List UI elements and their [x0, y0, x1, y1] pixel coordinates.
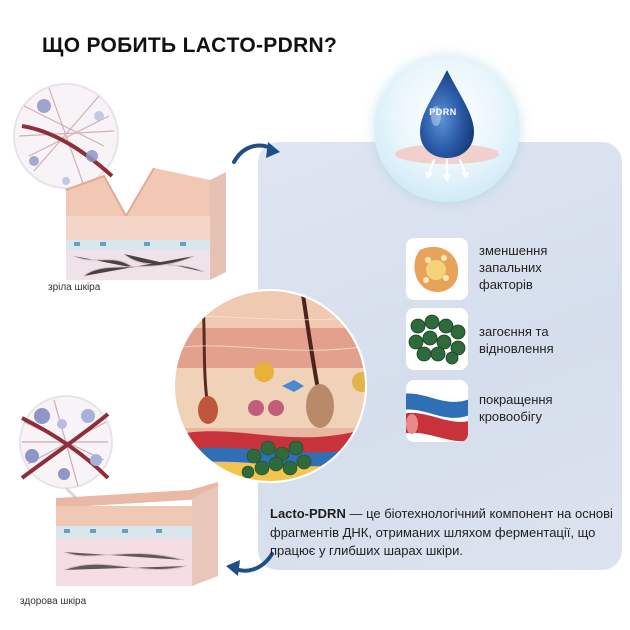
benefit-line: відновлення [479, 341, 554, 356]
healthy-skin-caption: здорова шкіра [20, 596, 87, 607]
arrow-right-icon [232, 142, 280, 164]
benefit-line: факторів [479, 277, 533, 292]
healthy-skin-illustration [19, 395, 218, 586]
description-text: Lacto-PDRN — це біотехнологічний компоне… [270, 505, 620, 561]
blood-vessel-icon [406, 393, 468, 442]
mature-skin-illustration [13, 83, 226, 280]
benefit-line: запальних [479, 260, 542, 275]
benefit-line: загоєння та [479, 324, 549, 339]
circulation-thumbnail [406, 380, 468, 442]
benefit-line: кровообігу [479, 409, 542, 424]
description-body: — це біотехнологічний компонент на основ… [270, 506, 613, 558]
regeneration-thumbnail [406, 308, 468, 370]
mature-skin-caption: зріла шкіра [48, 282, 101, 293]
inflammation-thumbnail [406, 238, 468, 300]
pdrn-label: PDRN [429, 107, 457, 117]
regeneration-cells-icon [408, 314, 466, 365]
brand-name: Lacto-PDRN [270, 506, 346, 521]
water-drop-icon [395, 70, 499, 182]
benefit-line: покращення [479, 392, 553, 407]
inflammation-cell-icon [414, 246, 459, 292]
benefit-text-regeneration: загоєння та відновлення [479, 323, 554, 357]
benefit-line: зменшення [479, 243, 548, 258]
benefit-text-circulation: покращення кровообігу [479, 391, 553, 425]
arrow-left-icon [226, 552, 274, 576]
benefit-text-inflammation: зменшення запальних факторів [479, 242, 547, 293]
skin-cross-section-illustration [173, 289, 367, 483]
page-title: ЩО РОБИТЬ LACTO-PDRN? [42, 34, 338, 57]
pdrn-drop-badge [374, 56, 520, 202]
